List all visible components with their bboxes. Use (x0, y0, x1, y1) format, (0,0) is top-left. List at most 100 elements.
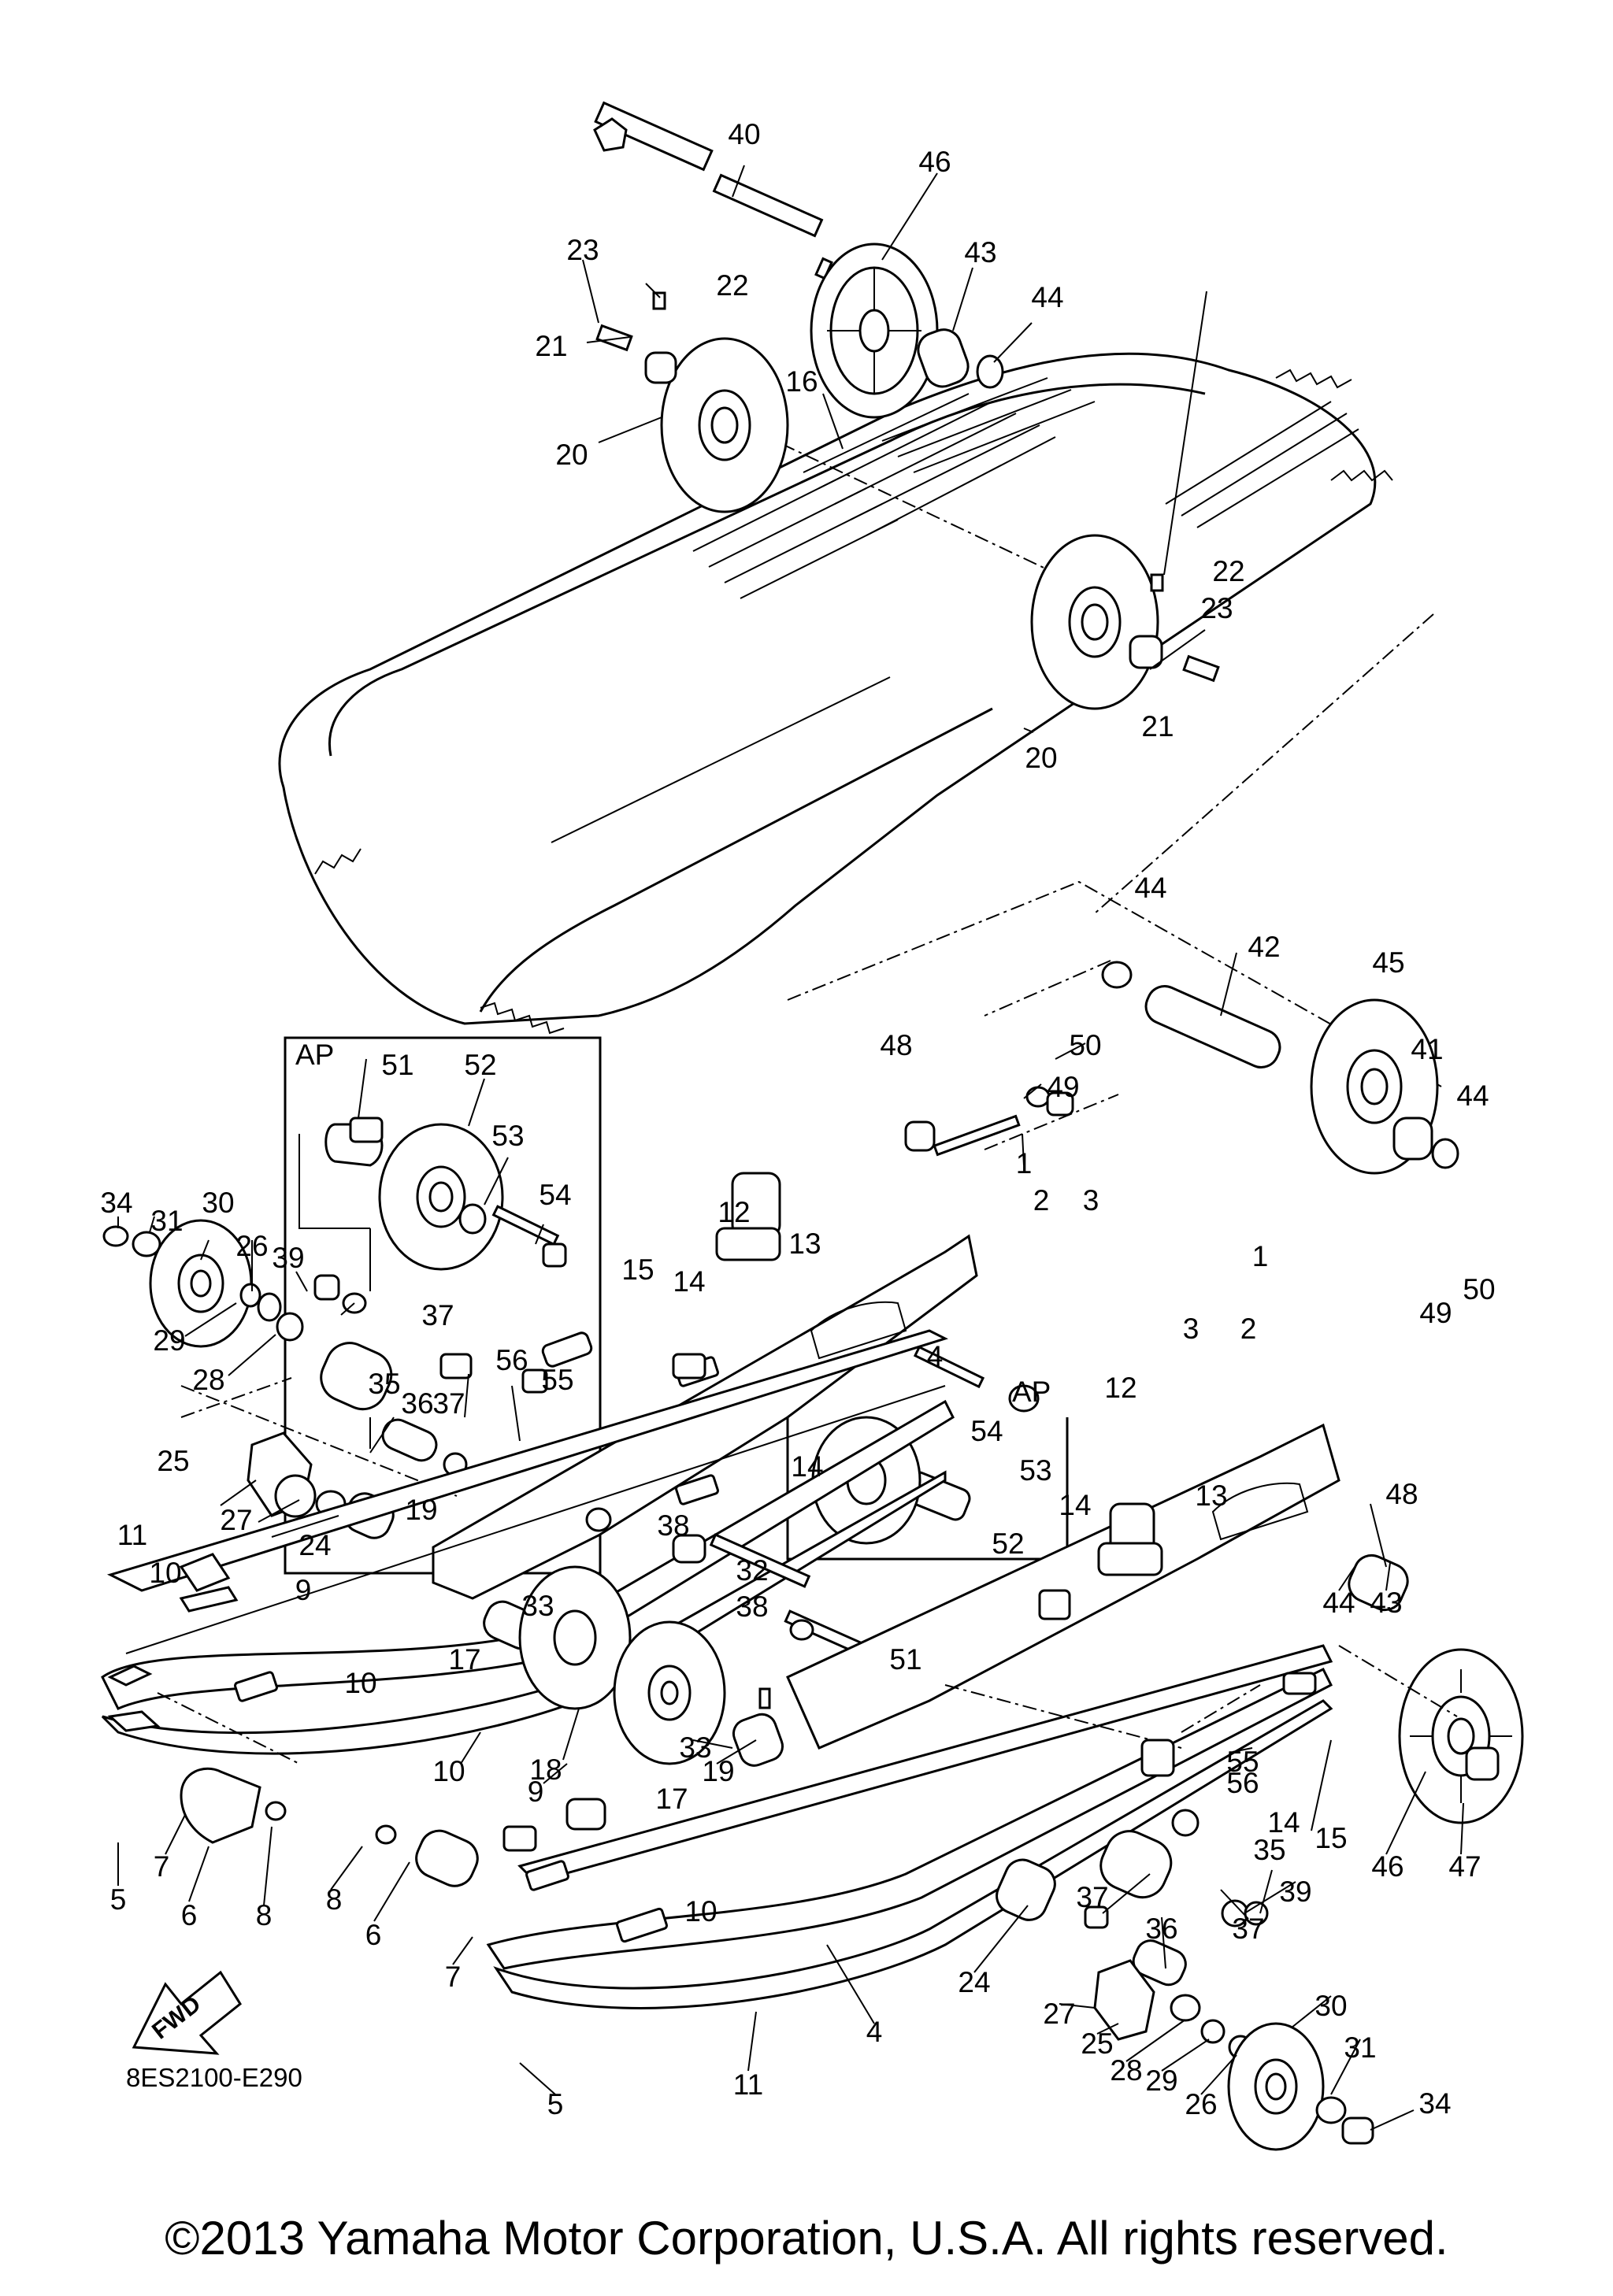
callout: 3 (1183, 1313, 1200, 1345)
ap-label-upper: AP (295, 1039, 334, 1071)
callout: 10 (684, 1895, 717, 1928)
callout: 20 (555, 439, 588, 471)
callout: 15 (621, 1254, 654, 1286)
ap-inset-upper (284, 1036, 602, 1575)
callout: 37 (1232, 1913, 1264, 1945)
callout: 19 (405, 1494, 437, 1526)
callout: 51 (889, 1643, 921, 1676)
callout: 34 (1418, 2087, 1451, 2120)
callout: 44 (1322, 1587, 1355, 1619)
callout: 8 (326, 1883, 343, 1916)
callout: 13 (1195, 1479, 1227, 1512)
callout: 38 (736, 1591, 768, 1623)
callout: 43 (964, 236, 996, 268)
callout: 24 (958, 1966, 990, 1998)
callout: 46 (1371, 1850, 1403, 1883)
right-slide-rail (486, 1423, 1340, 2009)
callout: 7 (445, 1961, 462, 1993)
callout: 20 (1025, 742, 1057, 774)
callout: 37 (1076, 1881, 1108, 1913)
callout: 21 (535, 330, 567, 362)
callout: 1 (1016, 1147, 1033, 1179)
callout: 8 (256, 1899, 273, 1931)
callout: 14 (1267, 1806, 1300, 1839)
callout: 30 (202, 1187, 234, 1219)
callout: 56 (495, 1344, 528, 1376)
callout: 49 (1419, 1297, 1452, 1329)
callout: 11 (733, 2068, 763, 2101)
callout: 29 (1145, 2065, 1177, 2097)
callout: 14 (673, 1265, 705, 1298)
callout: 25 (157, 1445, 189, 1477)
callout: 6 (365, 1919, 382, 1951)
callout: 42 (1248, 931, 1280, 963)
callout: 37 (432, 1387, 465, 1420)
callout: 47 (1448, 1850, 1481, 1883)
callout: 1 (1252, 1240, 1269, 1272)
callout: 48 (880, 1029, 912, 1061)
callout: 23 (1200, 592, 1233, 624)
callout: 3 (1083, 1184, 1099, 1217)
callout: 6 (181, 1899, 198, 1931)
callout: 55 (541, 1364, 573, 1396)
callout: 12 (718, 1196, 750, 1228)
callout: 5 (547, 2088, 564, 2120)
callout: 37 (421, 1299, 454, 1331)
ap-label-lower: AP (1012, 1376, 1051, 1408)
callout: 44 (1134, 872, 1166, 904)
callout: 51 (381, 1049, 413, 1081)
center-roller-assembly (483, 1331, 878, 1767)
callout: 10 (344, 1667, 376, 1699)
callout: 50 (1069, 1029, 1101, 1061)
callout: 15 (1315, 1822, 1347, 1854)
callout: 36 (401, 1387, 433, 1420)
callout: 24 (298, 1529, 331, 1561)
callout: 43 (1370, 1587, 1402, 1619)
callout: 27 (1043, 1998, 1075, 2030)
callout: 17 (655, 1783, 688, 1815)
callout: 2 (1240, 1313, 1257, 1345)
callout-numbers: 40 46 23 22 43 44 21 16 20 22 23 21 20 4… (100, 118, 1495, 2120)
callout: 18 (529, 1753, 562, 1786)
callout: 21 (1141, 710, 1174, 742)
callout: 35 (1253, 1834, 1285, 1866)
callout: 53 (1019, 1454, 1051, 1487)
callout: 40 (728, 118, 760, 150)
front-lower-group (157, 1692, 606, 1887)
callout: 54 (539, 1179, 571, 1211)
callout: 48 (1385, 1478, 1418, 1510)
callout: 49 (1047, 1071, 1079, 1103)
callout: 38 (657, 1509, 689, 1542)
callout: 11 (117, 1519, 147, 1551)
callout: 10 (149, 1557, 181, 1589)
callout: 26 (1185, 2088, 1217, 2120)
callout: 9 (295, 1574, 312, 1606)
callout: 52 (992, 1528, 1024, 1560)
callout: 56 (1226, 1767, 1259, 1799)
callout: 39 (1279, 1876, 1311, 1908)
callout: 29 (153, 1324, 185, 1357)
callout: 30 (1315, 1990, 1347, 2022)
callout: 52 (464, 1049, 496, 1081)
callout: 23 (566, 234, 599, 266)
callout: 44 (1031, 281, 1063, 313)
callout: 31 (150, 1205, 183, 1237)
callout: 33 (521, 1590, 554, 1622)
callout: 35 (368, 1368, 400, 1400)
callout: 26 (235, 1230, 268, 1262)
callout: 17 (448, 1643, 480, 1676)
left-rear-wheel-group (102, 1219, 548, 1539)
callout: 25 (1081, 2028, 1113, 2060)
upper-idler-axle-assembly (787, 880, 1459, 1175)
callout: 34 (100, 1187, 132, 1219)
callout: 16 (785, 365, 818, 398)
fwd-arrow: FWD (132, 1970, 242, 2055)
callout: 46 (918, 146, 951, 178)
callout: 12 (1104, 1372, 1137, 1404)
leader-lines-lower (117, 1503, 1464, 2131)
callout: 2 (1033, 1184, 1050, 1217)
callout: 27 (220, 1504, 252, 1536)
callout: 14 (1059, 1489, 1091, 1521)
track-tread (314, 368, 1393, 1035)
